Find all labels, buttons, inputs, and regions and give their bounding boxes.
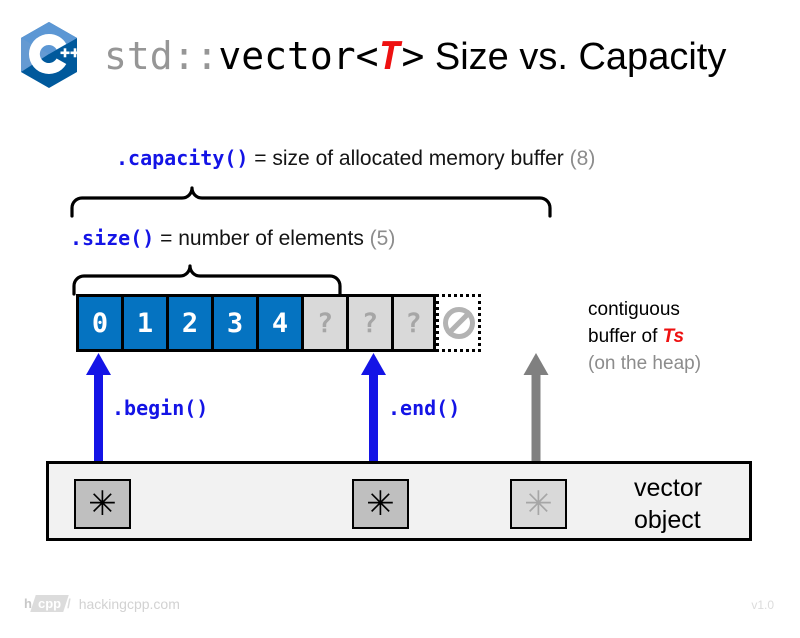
buffer-cell[interactable]: ?	[301, 294, 346, 352]
brand-h: h	[24, 596, 32, 611]
vector-object-box: ✳ ✳ ✳ vector object	[46, 461, 752, 541]
capacity-desc: = size of allocated memory buffer	[248, 147, 570, 170]
size-desc: = number of elements	[154, 227, 370, 250]
end-label: .end()	[388, 396, 461, 420]
title-std: std::	[104, 34, 219, 78]
title-type-T: T	[378, 34, 402, 78]
buffer-cell-label: 0	[91, 307, 109, 339]
capacity-value: (8)	[569, 147, 596, 170]
buffer-cell[interactable]: 1	[121, 294, 166, 352]
past-the-end-cell	[436, 294, 481, 352]
capacity-brace	[66, 178, 566, 223]
buffer-cell[interactable]: ?	[346, 294, 391, 352]
brand-logo[interactable]: h cpp / hackingcpp.com	[24, 595, 180, 612]
buffer-note-line3: (on the heap)	[588, 353, 702, 374]
header: std::vector<T> Size vs. Capacity	[0, 0, 800, 110]
buffer-note-type: Ts	[662, 326, 685, 347]
buffer-cell[interactable]: 3	[211, 294, 256, 352]
pointer-arrows	[86, 353, 549, 468]
vector-object-label-line2: object	[634, 506, 701, 534]
end-arrow	[361, 353, 386, 468]
capacity-pointer-cell[interactable]: ✳	[510, 479, 567, 529]
buffer-cell-label: ?	[361, 307, 379, 339]
no-entry-icon	[442, 307, 475, 339]
capacity-arrow	[523, 353, 549, 468]
buffer-cell-label: 3	[226, 307, 244, 339]
begin-label: .begin()	[112, 396, 209, 420]
begin-arrow	[86, 353, 111, 468]
buffer-cell-label: 4	[271, 307, 289, 339]
cpp-logo-icon	[18, 21, 80, 89]
capacity-annotation: .capacity() = size of allocated memory b…	[116, 145, 595, 172]
brand-site: hackingcpp.com	[78, 595, 180, 612]
buffer-cell[interactable]: 4	[256, 294, 301, 352]
buffer-cell[interactable]: ?	[391, 294, 436, 352]
buffer-note: contiguous buffer of Ts (on the heap)	[588, 296, 701, 377]
size-value: (5)	[369, 227, 396, 250]
size-annotation: .size() = number of elements (5)	[70, 225, 395, 252]
brand-badge-text: cpp	[37, 596, 62, 611]
capacity-code: .capacity()	[116, 146, 249, 170]
size-brace	[68, 256, 358, 301]
footer: h cpp / hackingcpp.com v1.0	[0, 592, 800, 638]
buffer-cell[interactable]: 0	[76, 294, 121, 352]
end-pointer-cell[interactable]: ✳	[352, 479, 409, 529]
buffer-cell-label: ?	[316, 307, 334, 339]
title-suffix: Size vs. Capacity	[424, 36, 727, 78]
buffer-note-line1: contiguous	[588, 299, 680, 320]
page-title: std::vector<T> Size vs. Capacity	[104, 32, 726, 81]
begin-pointer-cell[interactable]: ✳	[74, 479, 131, 529]
size-code: .size()	[70, 226, 155, 250]
title-angle-close: >	[401, 34, 425, 78]
buffer-note-line2-prefix: buffer of	[588, 326, 663, 347]
version-label: v1.0	[751, 598, 774, 612]
title-vector: vector<	[218, 34, 379, 78]
contiguous-buffer: 0 1 2 3 4 ? ? ?	[76, 294, 481, 352]
buffer-cell[interactable]: 2	[166, 294, 211, 352]
vector-object-label-line1: vector	[634, 474, 703, 502]
brand-badge: cpp	[30, 595, 69, 612]
brand-slash: /	[67, 596, 71, 611]
buffer-cell-label: 2	[181, 307, 199, 339]
buffer-cell-label: 1	[136, 307, 154, 339]
buffer-cell-label: ?	[405, 307, 422, 339]
vector-object-label: vector object	[634, 472, 702, 536]
buffer-note-line2: buffer of Ts	[588, 323, 701, 350]
